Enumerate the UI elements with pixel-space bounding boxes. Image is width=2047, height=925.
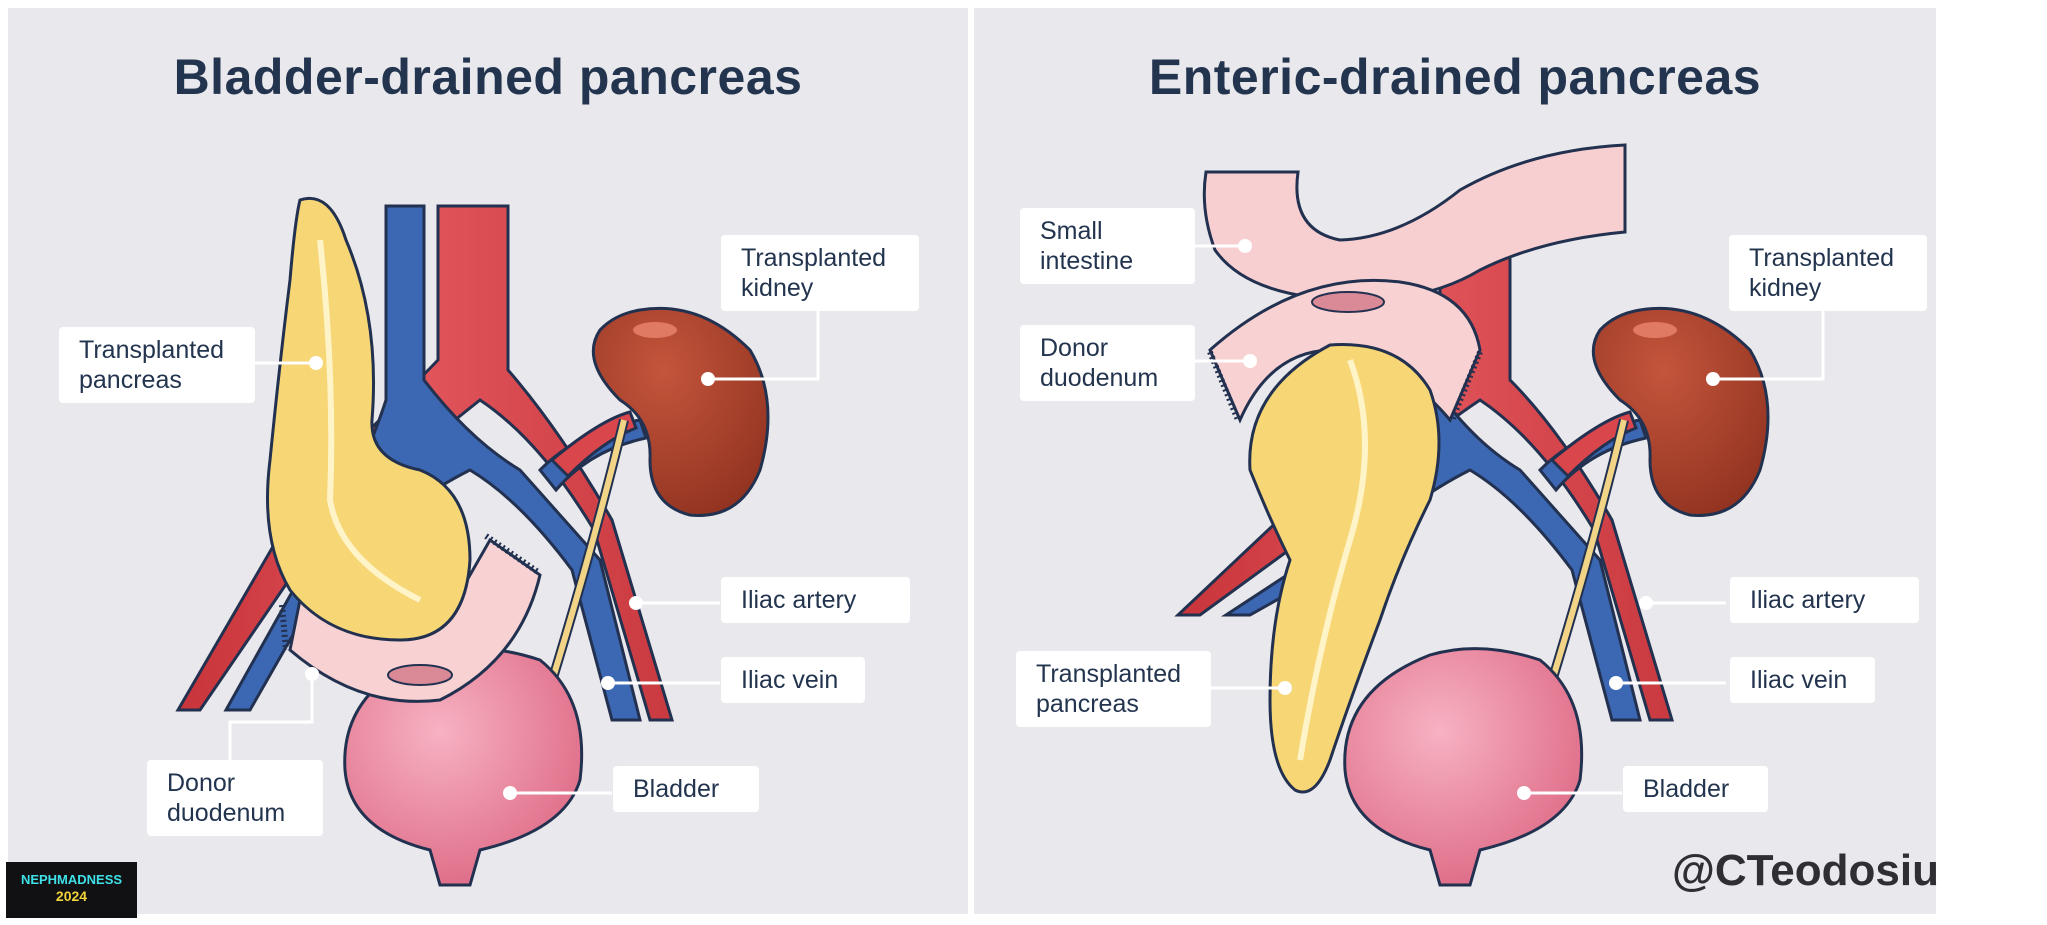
leader-dots — [305, 239, 1720, 800]
left-bladder — [343, 647, 584, 887]
label-transplanted-pancreas-right: Transplanted pancreas — [1016, 651, 1211, 727]
label-bladder-left: Bladder — [613, 766, 759, 812]
label-iliac-vein-right: Iliac vein — [1730, 657, 1875, 703]
right-pancreas — [1248, 343, 1441, 794]
left-pancreas — [266, 197, 472, 642]
label-donor-duodenum-left: Donor duodenum — [147, 760, 323, 836]
label-transplanted-kidney-left: Transplanted kidney — [721, 235, 919, 311]
label-iliac-artery-left: Iliac artery — [721, 577, 910, 623]
logo-line1: NEPHMADNESS — [20, 872, 123, 887]
logo-line2: 2024 — [55, 888, 88, 904]
label-iliac-artery-right: Iliac artery — [1730, 577, 1919, 623]
leader-lines — [228, 244, 1825, 795]
right-bladder — [1343, 647, 1584, 887]
label-transplanted-kidney-right: Transplanted kidney — [1729, 235, 1927, 311]
label-donor-duodenum-right: Donor duodenum — [1020, 325, 1195, 401]
label-iliac-vein-left: Iliac vein — [721, 657, 865, 703]
label-small-intestine-right: Small intestine — [1020, 208, 1195, 284]
panel-divider — [968, 8, 974, 914]
label-bladder-right: Bladder — [1623, 766, 1768, 812]
label-transplanted-pancreas-left: Transplanted pancreas — [59, 327, 255, 403]
panel-title: Bladder-drained pancreas — [173, 49, 803, 105]
panel-title: Enteric-drained pancreas — [1148, 49, 1762, 105]
nephmadness-logo: NEPHMADNESS 2024 — [6, 862, 137, 918]
author-watermark: @CTeodosiu — [1672, 846, 1939, 895]
right-small-intestine — [1202, 143, 1627, 302]
